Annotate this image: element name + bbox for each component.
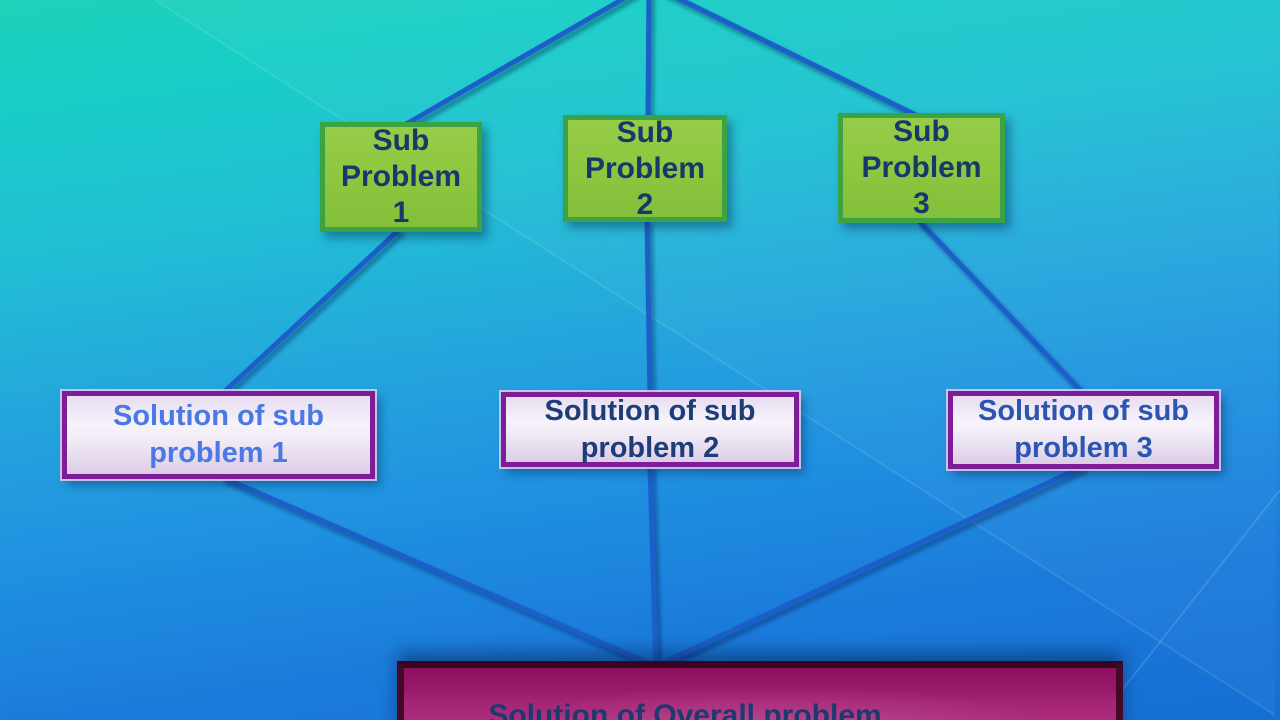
node-sub-problem-1-label: Sub Problem 1 xyxy=(340,124,462,229)
node-solution-sub-problem-2-label: Solution of sub problem 2 xyxy=(544,394,756,464)
node-overall-solution-label: Solution of Overall problem xyxy=(488,699,882,720)
node-solution-sub-problem-3-label: Solution of sub problem 3 xyxy=(977,395,1189,464)
node-sub-problem-2: Sub Problem 2 xyxy=(563,115,727,222)
node-solution-sub-problem-1-label: Solution of sub problem 1 xyxy=(112,400,324,469)
node-solution-sub-problem-2: Solution of sub problem 2 xyxy=(501,392,799,467)
background-streaks xyxy=(154,0,1280,719)
node-sub-problem-3: Sub Problem 3 xyxy=(838,113,1005,223)
node-sub-problem-3-label: Sub Problem 3 xyxy=(861,115,982,220)
node-solution-sub-problem-3: Solution of sub problem 3 xyxy=(948,391,1219,469)
node-overall-solution: Solution of Overall problem xyxy=(397,661,1123,720)
node-sub-problem-1: Sub Problem 1 xyxy=(320,122,482,232)
node-sub-problem-2-label: Sub Problem 2 xyxy=(584,115,706,221)
edge-lines xyxy=(220,0,1086,669)
node-solution-sub-problem-1: Solution of sub problem 1 xyxy=(62,391,375,479)
